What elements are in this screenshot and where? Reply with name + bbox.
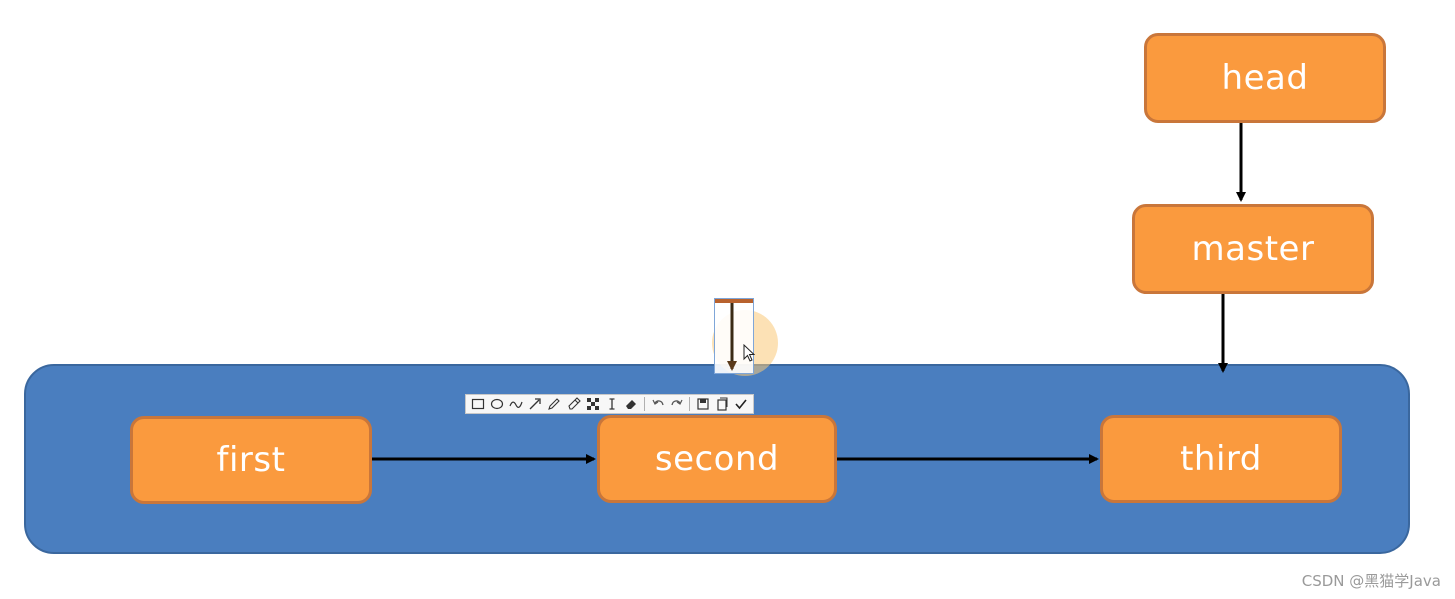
pen-icon	[548, 398, 561, 410]
confirm-button[interactable]	[733, 396, 750, 412]
toolbar-separator	[643, 397, 645, 411]
mosaic-tool-button[interactable]	[584, 396, 601, 412]
selection-top-bar	[715, 299, 753, 303]
head-node: head	[1144, 33, 1386, 123]
mosaic-icon	[586, 398, 599, 410]
save-icon	[697, 398, 709, 410]
ellipse-tool-button[interactable]	[488, 396, 505, 412]
confirm-icon	[735, 399, 747, 410]
arrow-icon	[529, 398, 541, 410]
undo-button[interactable]	[649, 396, 666, 412]
pen-tool-button[interactable]	[546, 396, 563, 412]
copy-button[interactable]	[714, 396, 731, 412]
second-node: second	[597, 415, 837, 503]
watermark: CSDN @黑猫学Java	[1301, 572, 1441, 590]
rectangle-icon	[471, 398, 484, 410]
rectangle-tool-button[interactable]	[469, 396, 486, 412]
redo-button[interactable]	[668, 396, 685, 412]
first-node: first	[130, 416, 372, 504]
text-icon	[609, 398, 615, 410]
arrow-tool-button[interactable]	[527, 396, 544, 412]
marker-tool-button[interactable]	[565, 396, 582, 412]
undo-icon	[651, 399, 664, 406]
master-node: master	[1132, 204, 1374, 294]
selection-rectangle[interactable]	[714, 298, 754, 374]
ellipse-icon	[490, 398, 503, 410]
freehand-icon	[509, 401, 523, 408]
marker-icon	[568, 397, 581, 410]
toolbar-separator	[689, 397, 691, 411]
eraser-tool-button[interactable]	[623, 396, 640, 412]
mouse-pointer-icon	[743, 344, 756, 362]
drawn-arrow	[727, 303, 737, 371]
redo-icon	[671, 399, 683, 406]
third-node: third	[1100, 415, 1342, 503]
save-button[interactable]	[694, 396, 711, 412]
annotation-toolbar	[465, 394, 754, 414]
eraser-icon	[626, 400, 637, 409]
text-tool-button[interactable]	[604, 396, 621, 412]
copy-icon	[717, 397, 728, 411]
freehand-tool-button[interactable]	[507, 396, 524, 412]
